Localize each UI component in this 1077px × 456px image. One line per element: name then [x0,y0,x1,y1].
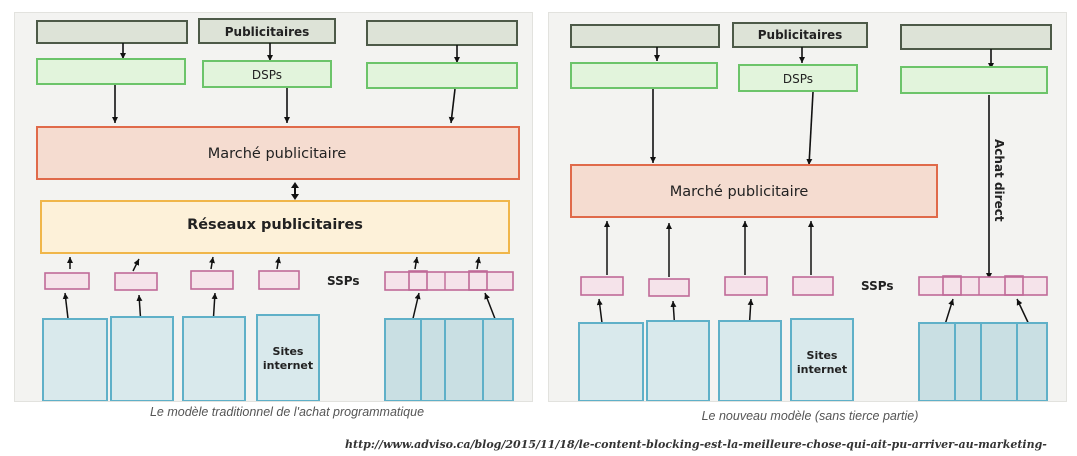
sites-label-line1: Sites [273,345,304,358]
site-box [646,320,710,401]
traditional-model-diagram: Publicitaires DSPs Marché publicitaire R… [14,12,533,402]
ssp-group-box [918,276,1048,296]
ssp-box [580,276,624,296]
ad-market-label: Marché publicitaire [208,146,347,162]
advertiser-box [900,24,1052,50]
dsps-label: DSPs [252,68,282,82]
ad-networks-box [40,200,510,254]
advertisers-label: Publicitaires [758,28,843,42]
site-box [578,322,644,401]
ssp-box [724,276,768,296]
new-model-diagram: Publicitaires DSPs Achat direct Marché p… [548,12,1067,402]
ad-networks-label: Réseaux publicitaires [187,217,363,233]
direct-purchase-label: Achat direct [992,139,1006,222]
ssp-box [648,278,690,297]
site-box [790,318,854,401]
sites-label-line2: internet [797,363,847,376]
sites-label-line1: Sites [807,349,838,362]
source-url: http://www.adviso.ca/blog/2015/11/18/le-… [345,438,1047,451]
new-model-caption: Le nouveau modèle (sans tierce partie) [701,409,919,423]
advertisers-label: Publicitaires [225,25,310,39]
dsp-box [738,64,858,92]
ssps-label: SSPs [327,274,359,288]
ssp-box [114,272,158,291]
site-group [384,318,514,401]
ssp-group-box [384,271,514,291]
sites-label-line2: internet [263,359,313,372]
ssp-box [44,272,90,290]
dsps-label: DSPs [783,72,813,86]
dsp-box [36,58,186,85]
advertiser-box [570,24,720,48]
advertiser-box [198,18,336,44]
ssp-box [258,270,300,290]
dsp-box [900,66,1048,94]
site-box [182,316,246,401]
dsp-box [202,60,332,88]
advertiser-box [366,20,518,46]
ad-market-label: Marché publicitaire [670,184,809,200]
ad-market-box [570,164,938,218]
ad-market-box [36,126,520,180]
site-box [256,314,320,401]
ssps-label: SSPs [861,279,893,293]
ssp-box [190,270,234,290]
dsp-box [570,62,718,89]
site-group [918,322,1048,401]
ssp-box [792,276,834,296]
advertiser-box [36,20,188,44]
site-box [42,318,108,401]
dsp-box [366,62,518,89]
traditional-model-caption: Le modèle traditionnel de l'achat progra… [149,405,425,419]
site-box [718,320,782,401]
advertiser-box [732,22,868,48]
site-box [110,316,174,401]
